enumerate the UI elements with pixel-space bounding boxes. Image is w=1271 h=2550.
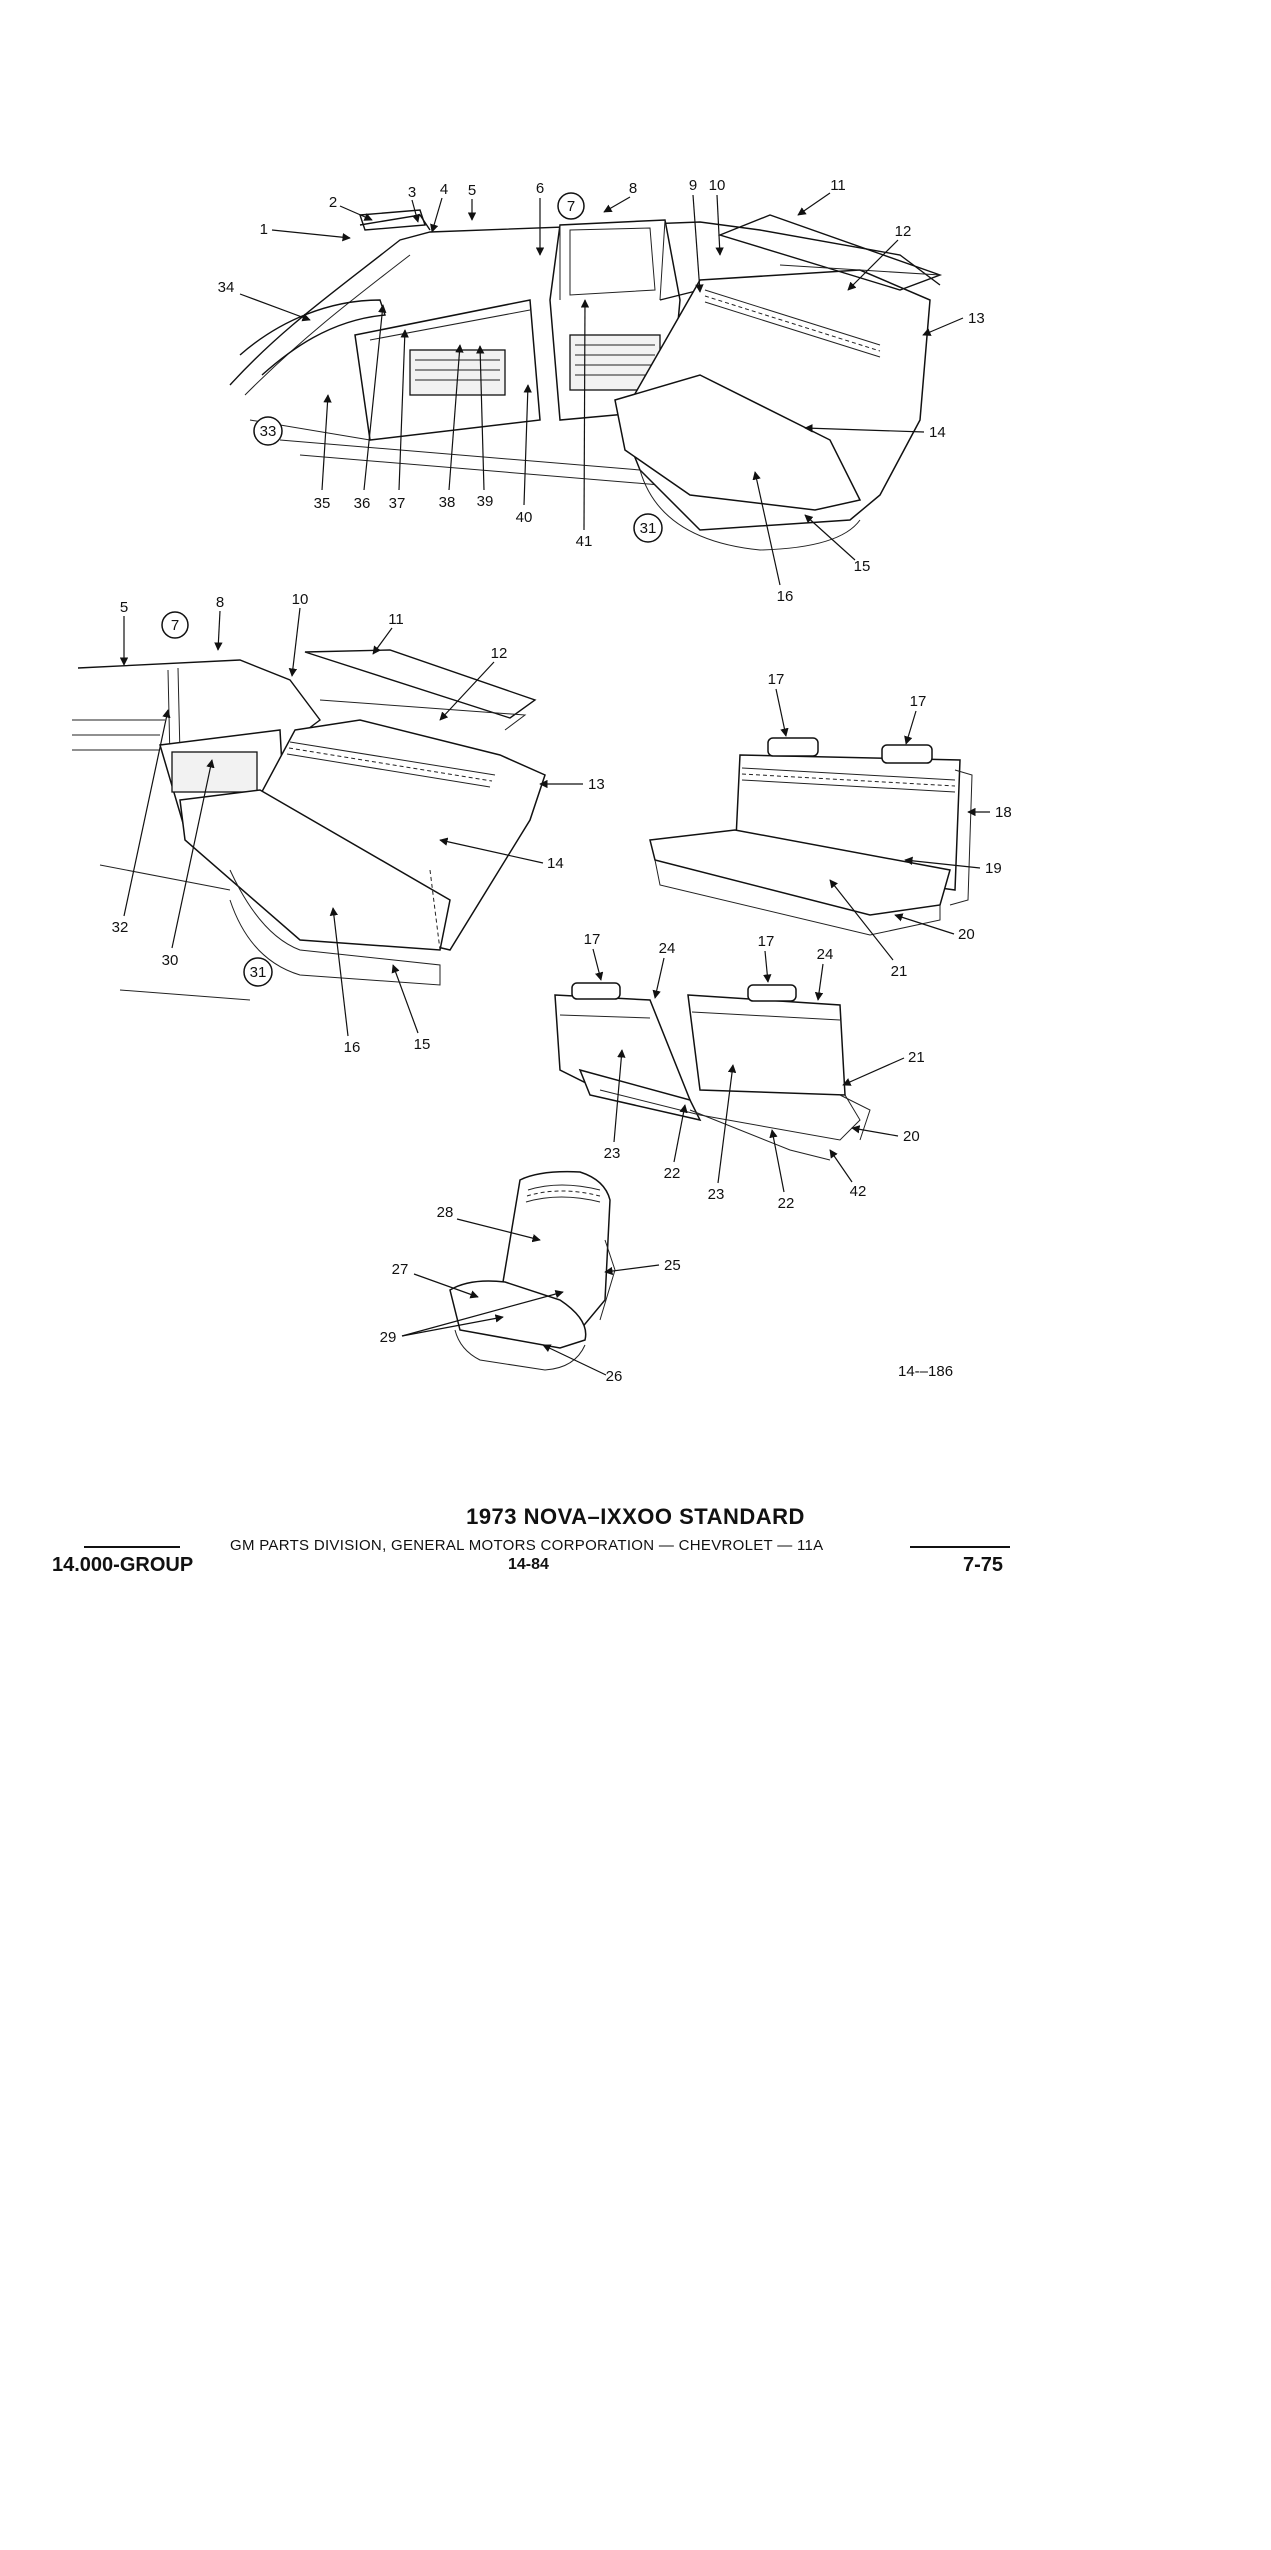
callout-5: 5 — [468, 182, 476, 199]
callout-38: 38 — [439, 494, 456, 511]
circled-callout-7 — [557, 192, 585, 220]
circled-callout-31b — [243, 957, 273, 987]
callout-14b: 14 — [547, 855, 564, 872]
callouts-view-1: 1 2 3 4 5 6 7 8 9 10 11 12 13 14 15 16 3… — [218, 177, 985, 605]
callout-16: 16 — [777, 588, 794, 605]
callout-10: 10 — [709, 177, 726, 194]
circled-callout-31 — [633, 513, 663, 543]
callouts-view-4: 17 24 17 24 21 20 42 22 22 23 23 — [584, 931, 925, 1212]
callout-23b: 23 — [708, 1186, 725, 1203]
circled-callout-7b — [161, 611, 189, 639]
callout-29: 29 — [380, 1329, 397, 1346]
callouts-view-3: 17 17 18 19 20 21 — [768, 671, 1012, 980]
callout-21b: 21 — [908, 1049, 925, 1066]
callout-3: 3 — [408, 184, 416, 201]
callout-41: 41 — [576, 533, 593, 550]
callout-8: 8 — [629, 180, 637, 197]
callout-1: 1 — [260, 221, 268, 238]
view-bench-seat — [649, 737, 973, 936]
callout-34: 34 — [218, 279, 235, 296]
callout-25: 25 — [664, 1257, 681, 1274]
callout-19: 19 — [985, 860, 1002, 877]
callout-13: 13 — [968, 310, 985, 327]
callout-6: 6 — [536, 180, 544, 197]
callout-26: 26 — [606, 1368, 623, 1385]
callout-36: 36 — [354, 495, 371, 512]
callout-2: 2 — [329, 194, 337, 211]
circled-callout-33 — [253, 416, 283, 446]
rule-left — [84, 1546, 180, 1548]
view-single-bucket-seat — [449, 1170, 616, 1371]
callout-17d: 17 — [758, 933, 775, 950]
callout-20b: 20 — [903, 1128, 920, 1145]
callout-17b: 17 — [910, 693, 927, 710]
callout-35: 35 — [314, 495, 331, 512]
callout-12b: 12 — [491, 645, 508, 662]
revision-date: 7-75 — [963, 1554, 1004, 1576]
view-coupe-rear-seat — [72, 649, 546, 1001]
callout-21: 21 — [891, 963, 908, 980]
catalog-subtitle: GM PARTS DIVISION, GENERAL MOTORS CORPOR… — [230, 1537, 824, 1554]
callout-10b: 10 — [292, 591, 309, 608]
callout-5b: 5 — [120, 599, 128, 616]
callout-17c: 17 — [584, 931, 601, 948]
callout-32: 32 — [112, 919, 129, 936]
callout-22b: 22 — [778, 1195, 795, 1212]
callouts-view-5: 28 27 29 25 26 14-–186 — [380, 1204, 953, 1385]
callout-11: 11 — [830, 177, 846, 194]
callout-27: 27 — [392, 1261, 409, 1278]
callout-16b: 16 — [344, 1039, 361, 1056]
callout-7: 7 — [567, 198, 575, 215]
callout-23a: 23 — [604, 1145, 621, 1162]
callout-9: 9 — [689, 177, 697, 194]
callout-33: 33 — [260, 423, 277, 440]
view-bucket-seats — [554, 982, 871, 1161]
callout-40: 40 — [516, 509, 533, 526]
callout-15b: 15 — [414, 1036, 431, 1053]
callout-22a: 22 — [664, 1165, 681, 1182]
callout-31: 31 — [640, 520, 657, 537]
callout-13b: 13 — [588, 776, 605, 793]
callout-31b: 31 — [250, 964, 267, 981]
callout-4: 4 — [440, 181, 448, 198]
rule-right — [910, 1546, 1010, 1548]
figure-number: 14-–186 — [898, 1363, 953, 1380]
callout-37: 37 — [389, 495, 406, 512]
catalog-title: 1973 NOVA–IXXOO STANDARD — [466, 1504, 805, 1529]
callout-20: 20 — [958, 926, 975, 943]
callout-28: 28 — [437, 1204, 454, 1221]
callout-14: 14 — [929, 424, 946, 441]
group-number: 14.000-GROUP — [52, 1554, 194, 1576]
callout-12: 12 — [895, 223, 912, 240]
callout-17a: 17 — [768, 671, 785, 688]
callout-18: 18 — [995, 804, 1012, 821]
callout-30: 30 — [162, 952, 179, 969]
callout-24a: 24 — [659, 940, 676, 957]
callout-11b: 11 — [388, 611, 404, 628]
callout-7b: 7 — [171, 617, 179, 634]
callout-39: 39 — [477, 493, 494, 510]
callout-24b: 24 — [817, 946, 834, 963]
callout-42: 42 — [850, 1183, 867, 1200]
callout-8b: 8 — [216, 594, 224, 611]
page-number: 14-84 — [508, 1556, 549, 1573]
callouts-view-2: 5 7 8 10 11 12 13 14 15 16 31 32 30 — [112, 591, 605, 1056]
callout-15: 15 — [854, 558, 871, 575]
